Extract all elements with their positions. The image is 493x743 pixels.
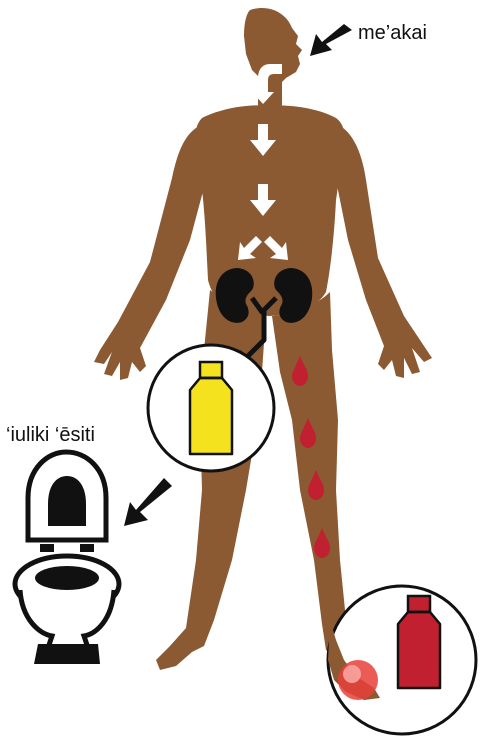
foot-wound-icon bbox=[338, 660, 378, 700]
left-arm bbox=[94, 124, 206, 380]
blood-sample-circle bbox=[328, 586, 476, 734]
eat-arrow-icon bbox=[310, 24, 352, 56]
head bbox=[244, 8, 302, 86]
urine-sample-circle bbox=[148, 345, 274, 471]
toilet-icon bbox=[15, 452, 119, 664]
toilet-label: ‘iuliki ‘ēsiti bbox=[6, 424, 95, 447]
right-arm bbox=[336, 124, 432, 378]
eat-label: me’akai bbox=[358, 22, 427, 45]
toilet-arrow-icon bbox=[124, 478, 172, 526]
